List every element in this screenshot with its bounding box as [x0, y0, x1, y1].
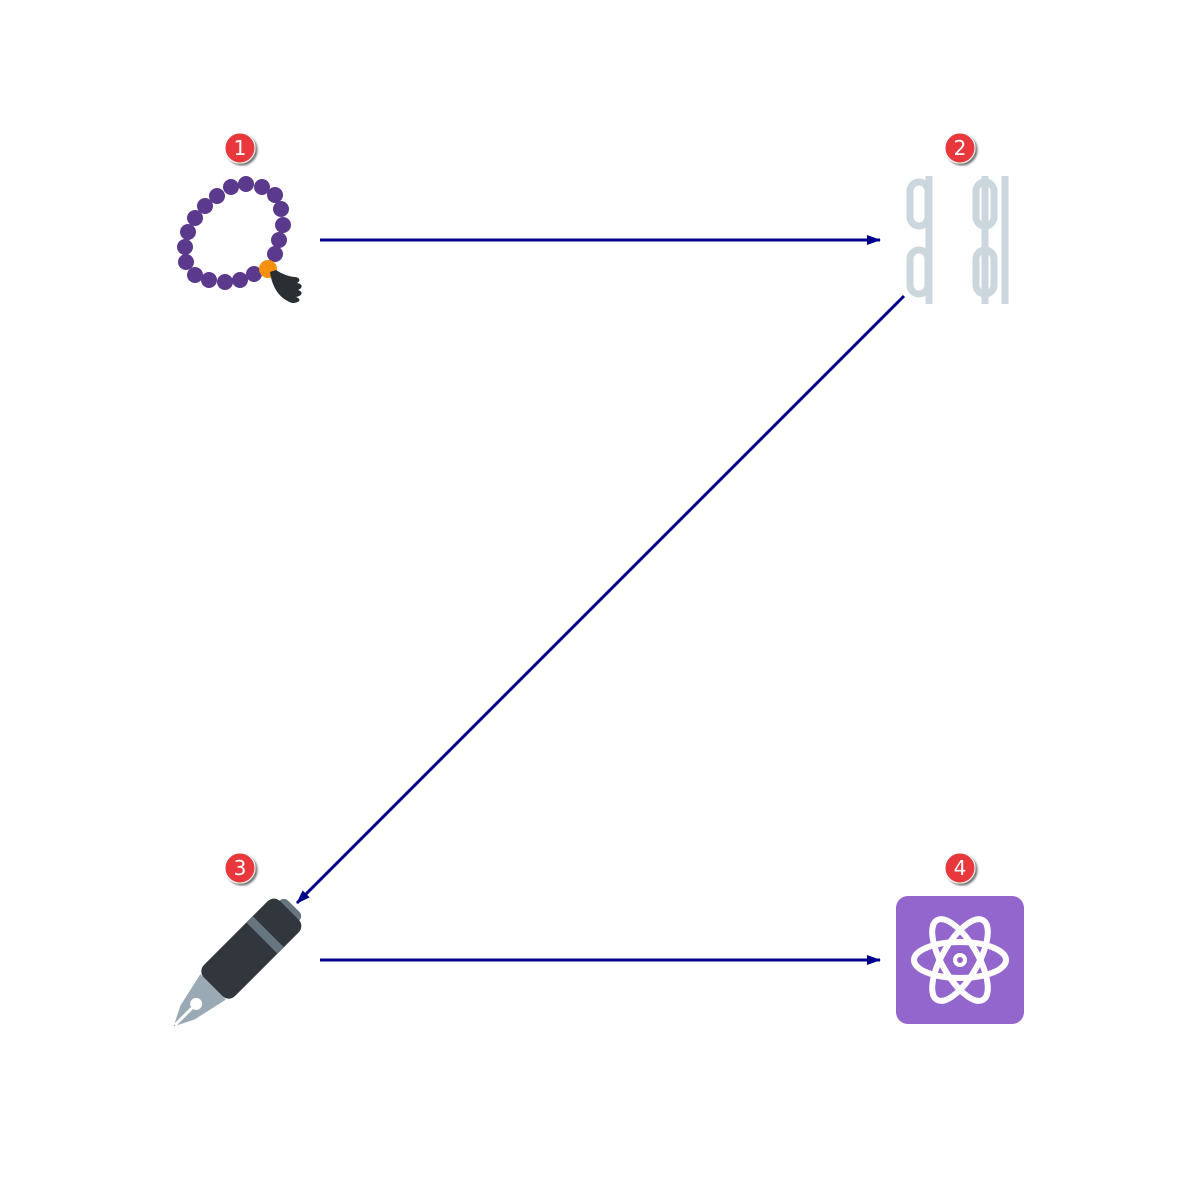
badge-3	[224, 852, 256, 884]
badge-1	[224, 132, 256, 164]
node-3[interactable]: 3	[158, 852, 309, 1042]
badge-1-label: 1	[234, 136, 247, 160]
prayer-beads-icon	[177, 176, 302, 303]
node-1[interactable]: 1	[177, 132, 302, 303]
fountain-pen-icon	[173, 898, 302, 1027]
chains-icon	[906, 176, 1009, 304]
badge-4	[944, 852, 976, 884]
edges	[295, 235, 906, 965]
atom-symbol-icon	[896, 896, 1024, 1024]
node-2[interactable]: 2	[906, 132, 1009, 304]
badge-3-label: 3	[234, 856, 247, 880]
badge-4-label: 4	[954, 856, 967, 880]
badge-2-label: 2	[954, 136, 967, 160]
edge-2-to-3[interactable]	[295, 294, 906, 905]
badge-2	[944, 132, 976, 164]
node-4[interactable]: 4	[896, 852, 1024, 1024]
